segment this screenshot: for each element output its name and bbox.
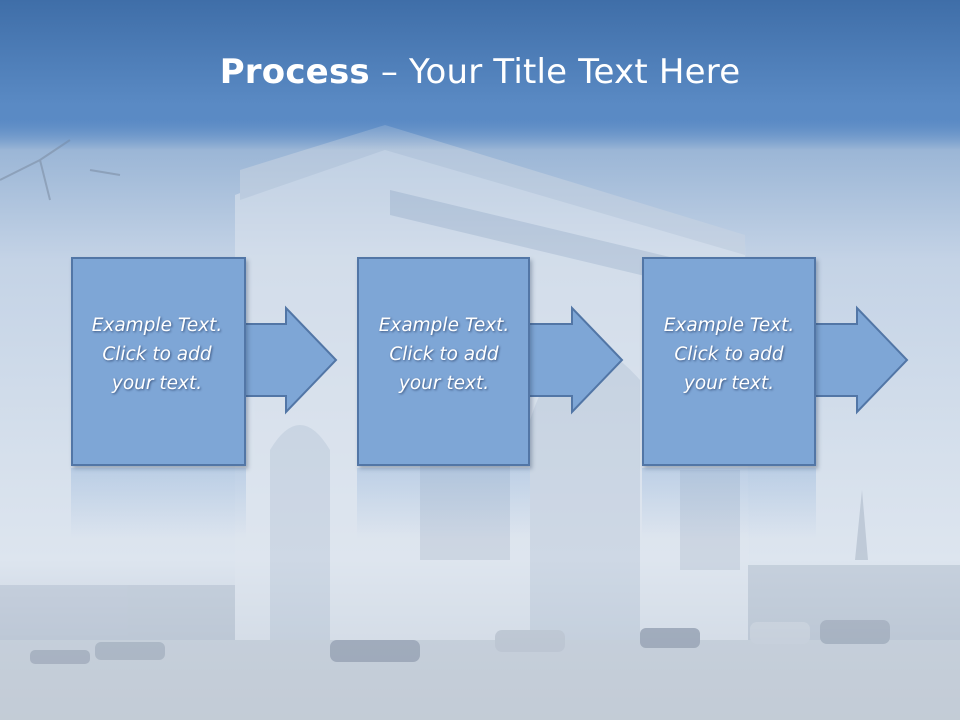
step-3-line-1: Example Text.: [663, 315, 795, 336]
slide-title[interactable]: Process – Your Title Text Here: [0, 52, 960, 92]
process-box-2[interactable]: [357, 257, 530, 466]
reflection-3: [642, 468, 816, 538]
process-box-1[interactable]: [71, 257, 246, 466]
process-text-2[interactable]: Example Text. Click to add your text.: [344, 311, 544, 398]
step-2-line-1: Example Text.: [378, 315, 510, 336]
step-2-line-3: your text.: [398, 373, 490, 394]
title-rest: – Your Title Text Here: [369, 52, 741, 92]
step-1-line-2: Click to add: [102, 344, 212, 365]
reflection-1: [71, 468, 246, 538]
step-3-line-2: Click to add: [674, 344, 784, 365]
reflection-2: [357, 468, 530, 538]
step-2-line-2: Click to add: [389, 344, 499, 365]
process-text-3[interactable]: Example Text. Click to add your text.: [629, 311, 829, 398]
title-bold: Process: [219, 52, 370, 92]
step-3-line-3: your text.: [683, 373, 775, 394]
process-text-1[interactable]: Example Text. Click to add your text.: [57, 311, 257, 398]
process-box-3[interactable]: [642, 257, 816, 466]
step-1-line-3: your text.: [111, 373, 203, 394]
title-band: [0, 0, 960, 150]
step-1-line-1: Example Text.: [91, 315, 223, 336]
